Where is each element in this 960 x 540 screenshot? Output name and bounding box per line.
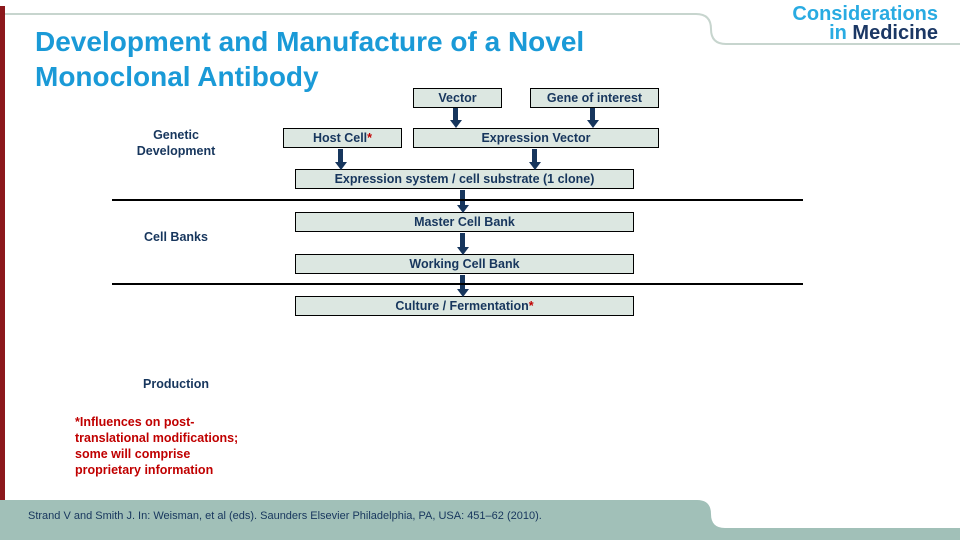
citation-text: Strand V and Smith J. In: Weisman, et al…: [28, 510, 542, 522]
box-expression-vector: Expression Vector: [413, 128, 659, 148]
arrow-working-to-culture: [460, 275, 465, 289]
page-title-line2: Monoclonal Antibody: [35, 61, 319, 92]
top-border-line: [0, 13, 960, 45]
arrow-master-to-working-cell-bank: [460, 233, 465, 247]
considerations-in-medicine-logo: Considerations in Medicine: [792, 3, 938, 44]
divider-genetic-cellbanks: [112, 199, 803, 201]
box-working-cell-bank: Working Cell Bank: [295, 254, 634, 274]
box-vector: Vector: [413, 88, 502, 108]
page-title: Development and Manufacture of a Novel M…: [35, 24, 715, 94]
logo-word-in: in: [829, 22, 847, 44]
box-gene-of-interest: Gene of interest: [530, 88, 659, 108]
section-label-production: Production: [143, 377, 209, 391]
arrow-expression-system-to-master-cell-bank: [460, 190, 465, 205]
logo-word-considerations: Considerations: [792, 3, 938, 25]
box-host-cell: Host Cell*: [283, 128, 402, 148]
arrow-expression-vector-to-expression-system: [532, 149, 537, 162]
left-accent-bar: [0, 6, 5, 500]
arrow-host-cell-to-expression-system: [338, 149, 343, 162]
section-label-cell-banks: Cell Banks: [144, 230, 208, 244]
box-expression-system: Expression system / cell substrate (1 cl…: [295, 169, 634, 189]
section-label-genetic-development: Genetic Development: [136, 128, 216, 158]
footnote: *Influences on post- translational modif…: [75, 415, 239, 477]
footer-band: [0, 500, 960, 540]
red-asterisk: *: [528, 299, 534, 313]
logo-word-medicine: Medicine: [846, 22, 938, 44]
page-title-line1: Development and Manufacture of a Novel: [35, 26, 585, 57]
arrow-vector-to-expression-vector: [453, 108, 458, 120]
red-asterisk: *: [367, 131, 373, 145]
divider-cellbanks-production: [112, 283, 803, 285]
box-master-cell-bank: Master Cell Bank: [295, 212, 634, 232]
box-culture-fermentation: Culture / Fermentation*: [295, 296, 634, 316]
arrow-gene-to-expression-vector: [590, 108, 595, 120]
